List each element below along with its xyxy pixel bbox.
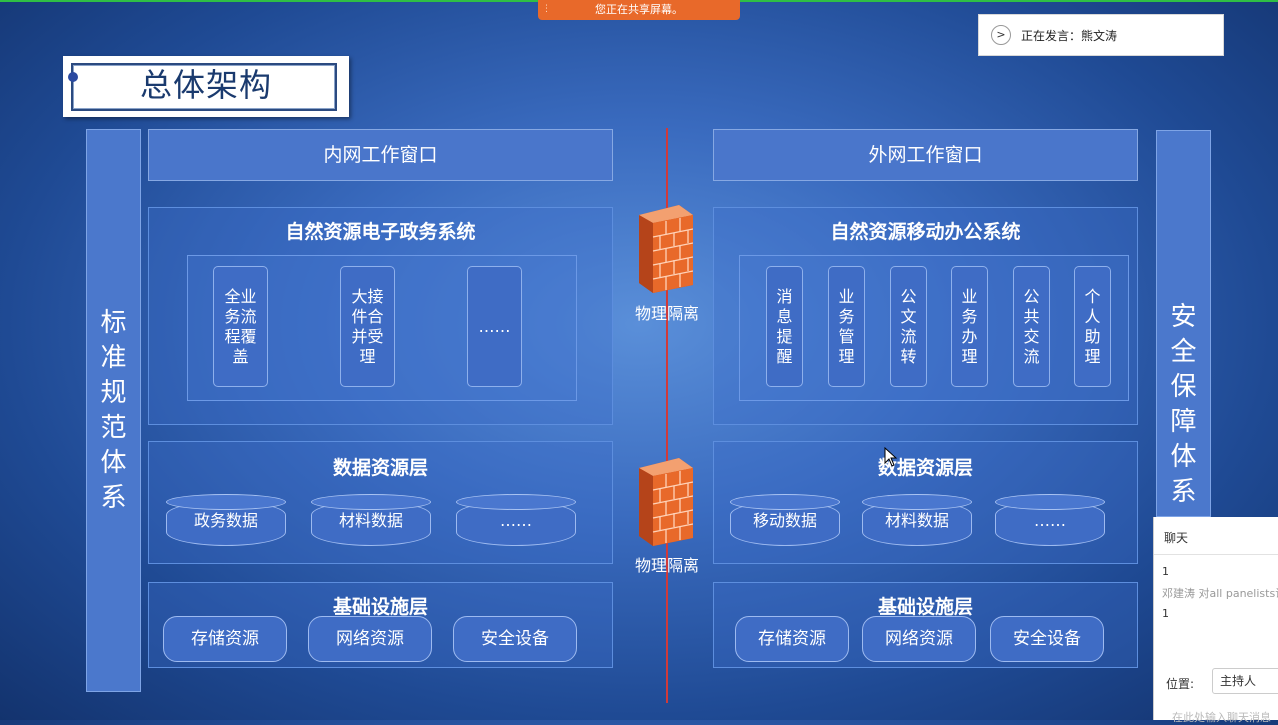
bullet-dot-icon	[68, 72, 78, 82]
active-speaker-panel: > 正在发言： 熊文涛	[978, 14, 1224, 56]
security-system-bar: 安 全 保 障 体 系	[1156, 130, 1211, 517]
infra-resource-pill: 安全设备	[453, 616, 577, 662]
database-cylinder: ……	[456, 494, 576, 546]
database-cylinder: 材料数据	[862, 494, 972, 546]
bar-char: 系	[100, 482, 127, 513]
chat-input[interactable]: 在此处输入聊天消息	[1172, 711, 1271, 724]
bar-char: 障	[1170, 407, 1197, 437]
chat-title: 聊天	[1164, 531, 1189, 545]
module-box: 公共交流	[1013, 266, 1050, 387]
bar-char: 全	[1170, 337, 1197, 367]
chat-panel: 聊天 1 邓建涛 对all panelists说 1 位置: 主持人 在此处输入…	[1153, 517, 1278, 724]
chat-divider	[1154, 554, 1278, 555]
intranet-window-header: 内网工作窗口	[148, 129, 613, 181]
bar-char: 系	[1170, 477, 1197, 507]
bar-char: 体	[1170, 442, 1197, 472]
module-box: 全业务流程覆盖	[213, 266, 268, 387]
chat-recipient-label: 位置:	[1166, 677, 1195, 691]
slide-title: 总体架构	[139, 66, 272, 104]
physical-isolation-label: 物理隔离	[634, 556, 699, 575]
extranet-window-header: 外网工作窗口	[713, 129, 1138, 181]
mobile-modules-frame	[739, 255, 1129, 401]
egov-system-title: 自然资源电子政务系统	[285, 221, 476, 243]
mobile-office-title: 自然资源移动办公系统	[830, 221, 1021, 243]
bar-char: 范	[100, 412, 127, 443]
module-box: 消息提醒	[766, 266, 803, 387]
module-box: 个人助理	[1074, 266, 1111, 387]
database-cylinder: ……	[995, 494, 1105, 546]
infra-resource-pill: 安全设备	[990, 616, 1104, 662]
drag-handle-icon[interactable]: ⋮	[542, 4, 551, 14]
infra-resource-pill: 网络资源	[308, 616, 432, 662]
module-box: ……	[467, 266, 522, 387]
bar-char: 安	[1170, 302, 1197, 332]
infra-resource-pill: 存储资源	[735, 616, 849, 662]
bar-char: 准	[100, 342, 127, 373]
mouse-cursor-icon	[884, 447, 898, 467]
physical-isolation-label: 物理隔离	[634, 304, 699, 323]
database-cylinder: 政务数据	[166, 494, 286, 546]
title-frame	[71, 63, 337, 111]
slide-title-box: 总体架构	[63, 56, 349, 117]
database-cylinder: 移动数据	[730, 494, 840, 546]
inner-data-layer-title: 数据资源层	[332, 457, 428, 479]
module-box: 大接件合并受理	[340, 266, 395, 387]
outer-data-layer-title: 数据资源层	[877, 457, 973, 479]
standards-system-bar: 标 准 规 范 体 系	[86, 129, 141, 692]
outer-infra-layer-title: 基础设施层	[877, 596, 973, 618]
inner-infra-layer-title: 基础设施层	[332, 596, 428, 618]
database-cylinder: 材料数据	[311, 494, 431, 546]
chat-message: 1	[1162, 607, 1169, 620]
infra-resource-pill: 存储资源	[163, 616, 287, 662]
chat-recipient-select[interactable]: 主持人	[1212, 668, 1278, 694]
bar-char: 体	[100, 447, 127, 478]
network-divider-line	[666, 128, 668, 703]
module-box: 业务办理	[951, 266, 988, 387]
screen-sharing-text: 您正在共享屏幕。	[595, 3, 683, 16]
infra-resource-pill: 网络资源	[862, 616, 976, 662]
speaker-label: 正在发言：	[1021, 28, 1082, 43]
module-box: 业务管理	[828, 266, 865, 387]
bar-char: 标	[100, 307, 127, 338]
speaker-name: 熊文涛	[1081, 28, 1118, 43]
chat-sender-line: 邓建涛 对all panelists说	[1162, 587, 1278, 600]
expand-chevron-icon[interactable]: >	[991, 25, 1011, 45]
bar-char: 保	[1170, 372, 1197, 402]
screen-sharing-banner[interactable]: ⋮ 您正在共享屏幕。	[538, 0, 740, 20]
chat-message: 1	[1162, 565, 1169, 578]
firewall-icon	[639, 458, 693, 546]
firewall-icon	[639, 205, 693, 293]
module-box: 公文流转	[890, 266, 927, 387]
bar-char: 规	[100, 377, 127, 408]
